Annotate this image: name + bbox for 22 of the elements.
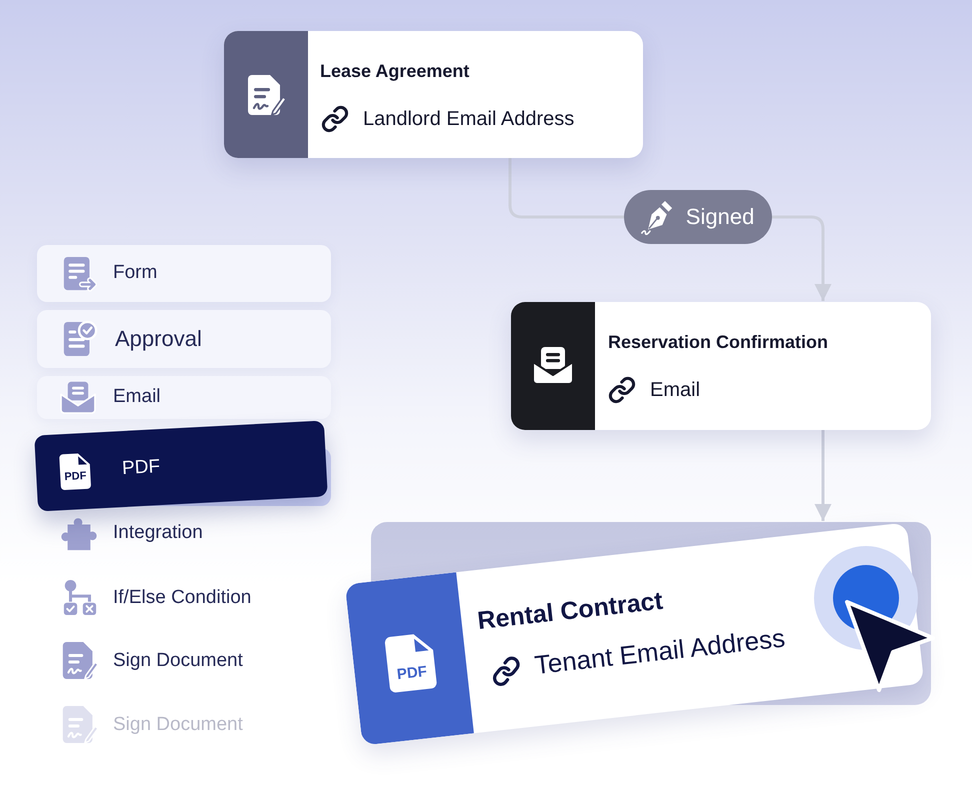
file-type-label: PDF	[396, 662, 428, 684]
workflow-step-card	[511, 302, 931, 430]
menu-item-label: Form	[113, 262, 158, 285]
menu-item-card	[37, 310, 331, 368]
step-detail: Landlord Email Address	[363, 107, 574, 131]
dragged-menu-card	[34, 420, 328, 512]
menu-item-label: Email	[113, 386, 161, 409]
menu-item-label: Integration	[113, 522, 203, 544]
edge-label: Signed	[686, 204, 754, 230]
menu-item-label: Approval	[115, 326, 202, 352]
menu-item-card	[37, 376, 331, 419]
menu-item-label: PDF	[120, 456, 160, 480]
menu-item-label: Sign Document	[113, 714, 243, 736]
file-type-label: PDF	[64, 470, 86, 485]
step-detail: Email	[650, 378, 700, 402]
connector-arrow	[814, 430, 832, 521]
workflow-step-card	[224, 31, 643, 158]
step-title: Reservation Confirmation	[608, 332, 828, 354]
menu-item-label: Sign Document	[113, 650, 243, 672]
menu-item-card	[37, 245, 331, 302]
menu-item-label: If/Else Condition	[113, 586, 252, 610]
step-title: Lease Agreement	[320, 61, 470, 83]
